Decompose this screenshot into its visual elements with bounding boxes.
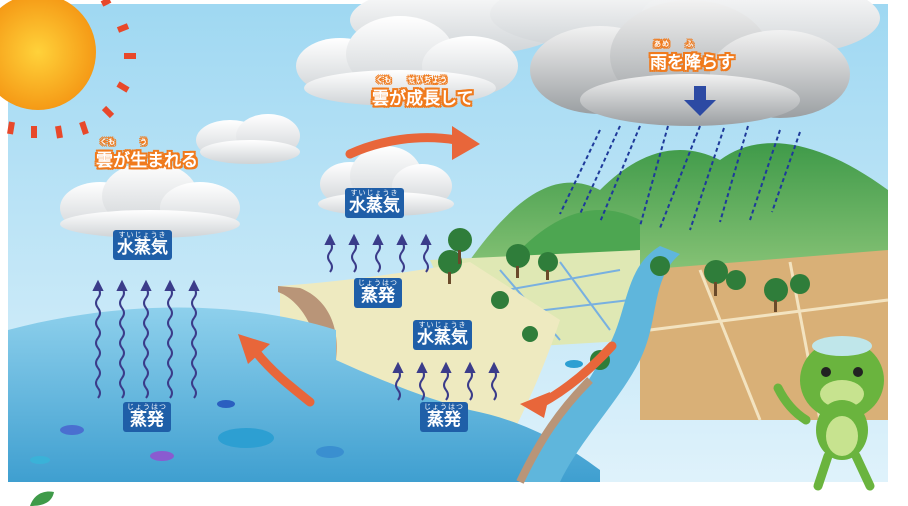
- arrow-head-top: [452, 126, 480, 160]
- box-evap-center-text: 蒸発: [361, 286, 395, 306]
- box-vapor-right: すいじょうき 水蒸気: [413, 320, 472, 350]
- vapor-wave-line: [443, 369, 449, 401]
- box-evap-right-ruby: じょうはつ: [424, 403, 464, 411]
- vapor-wave-line: [351, 241, 357, 273]
- vapor-arrow-head: [116, 279, 128, 291]
- box-evap-right: じょうはつ 蒸発: [420, 402, 468, 432]
- growing-cloud: [296, 16, 518, 106]
- vapor-wave-line: [119, 287, 125, 399]
- box-evap-center-ruby: じょうはつ: [358, 279, 398, 287]
- box-vapor-right-text: 水蒸気: [417, 328, 468, 348]
- vapor-arrow-head: [464, 361, 476, 373]
- label-rain: あめ ふ 雨を降らす: [650, 40, 735, 73]
- vapor-wave-line: [191, 287, 197, 399]
- arrow-head-river: [520, 392, 550, 418]
- vapor-wave-line: [167, 287, 173, 399]
- box-evap-right-text: 蒸発: [427, 410, 461, 430]
- box-evap-left-text: 蒸発: [130, 410, 164, 430]
- box-vapor-left-ruby: すいじょうき: [118, 231, 167, 239]
- vapor-arrow-head: [164, 279, 176, 291]
- sun-icon: [0, 0, 136, 139]
- rain-streaks: [559, 125, 801, 231]
- vapor-wave-line: [95, 287, 101, 399]
- label-cloud-grow-ruby: くも せいちょう: [376, 76, 448, 84]
- label-rain-text: 雨を降らす: [650, 53, 735, 73]
- vapor-wave-line: [327, 241, 333, 273]
- label-cloud-born-text: 雲が生まれる: [96, 151, 198, 171]
- vapor-arrow-head: [416, 361, 428, 373]
- vapor-arrow-head: [372, 233, 384, 245]
- box-vapor-left-text: 水蒸気: [117, 238, 168, 258]
- vapor-arrow-head: [440, 361, 452, 373]
- trees: [438, 228, 810, 370]
- vapor-arrow-head: [396, 233, 408, 245]
- small-cloud: [196, 114, 300, 164]
- left-cloud: [60, 162, 240, 238]
- vapor-arrow-head: [188, 279, 200, 291]
- vapor-arrow-head: [392, 361, 404, 373]
- vapor-arrow-head: [324, 233, 336, 245]
- box-vapor-left: すいじょうき 水蒸気: [113, 230, 172, 260]
- label-rain-ruby: あめ ふ: [654, 40, 694, 48]
- vapor-wave-line: [143, 287, 149, 399]
- vapor-arrow-head: [348, 233, 360, 245]
- box-vapor-right-ruby: すいじょうき: [418, 321, 467, 329]
- vapor-lines: [92, 233, 500, 401]
- rain-cloud: [530, 0, 850, 126]
- fish: [30, 360, 583, 464]
- rain-down-arrow: [684, 86, 716, 116]
- kappa-mascot-icon: [773, 336, 884, 491]
- label-cloud-grow-text: 雲が成長して: [372, 89, 474, 109]
- box-vapor-center-text: 水蒸気: [349, 196, 400, 216]
- label-cloud-born-ruby: くも う: [100, 138, 148, 146]
- vapor-arrow-head: [488, 361, 500, 373]
- box-evap-left: じょうはつ 蒸発: [123, 402, 171, 432]
- box-vapor-center-ruby: すいじょうき: [350, 189, 399, 197]
- vapor-wave-line: [423, 241, 429, 273]
- leaf-icon: [30, 491, 54, 506]
- vapor-wave-line: [467, 369, 473, 401]
- vapor-wave-line: [491, 369, 497, 401]
- vapor-wave-line: [375, 241, 381, 273]
- vapor-arrow-head: [140, 279, 152, 291]
- label-cloud-born: くも う 雲が生まれる: [96, 138, 198, 171]
- vapor-wave-line: [395, 369, 401, 401]
- label-cloud-grow: くも せいちょう 雲が成長して: [372, 76, 474, 109]
- vapor-wave-line: [419, 369, 425, 401]
- box-vapor-center: すいじょうき 水蒸気: [345, 188, 404, 218]
- arrow-head-left: [238, 334, 270, 364]
- box-evap-center: じょうはつ 蒸発: [354, 278, 402, 308]
- vapor-arrow-head: [420, 233, 432, 245]
- vapor-wave-line: [399, 241, 405, 273]
- box-evap-left-ruby: じょうはつ: [127, 403, 167, 411]
- vapor-arrow-head: [92, 279, 104, 291]
